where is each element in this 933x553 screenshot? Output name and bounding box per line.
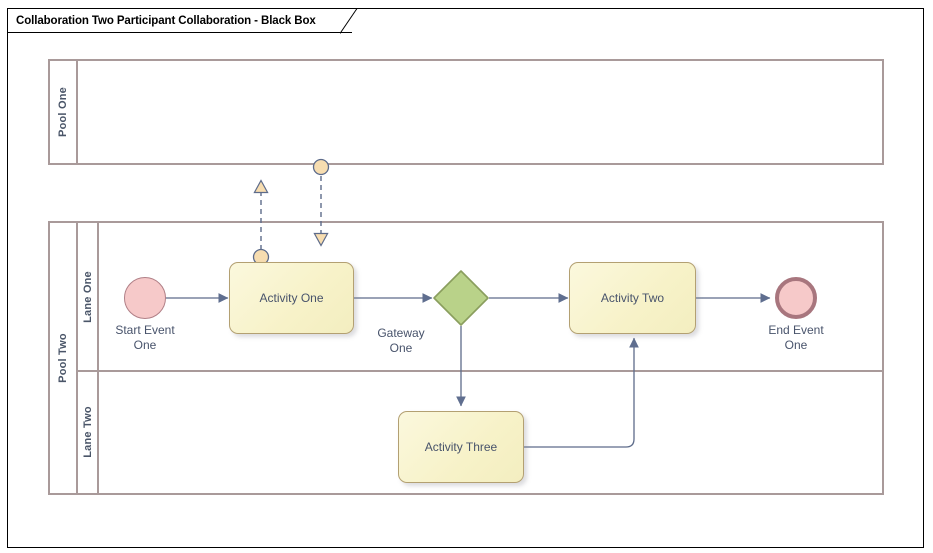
pool-two-header: Pool Two <box>50 223 78 493</box>
activity-one[interactable]: Activity One <box>229 262 354 334</box>
gateway-one[interactable] <box>432 269 490 327</box>
gateway-one-label: Gateway One <box>377 326 425 355</box>
lane-one-label: Lane One <box>81 270 94 323</box>
activity-two[interactable]: Activity Two <box>569 262 696 334</box>
diagram-frame <box>7 8 924 548</box>
start-event-one[interactable] <box>124 277 166 319</box>
activity-one-label: Activity One <box>259 291 324 305</box>
lane-two-header: Lane Two <box>78 370 99 493</box>
page-title: Collaboration Two Participant Collaborat… <box>16 14 316 27</box>
lane-two-label: Lane Two <box>81 405 94 458</box>
lane-divider <box>78 370 882 372</box>
activity-three[interactable]: Activity Three <box>398 411 524 483</box>
title-tab-slant-edge <box>340 8 362 34</box>
activity-three-label: Activity Three <box>424 440 498 454</box>
diagram-title-tab[interactable]: Collaboration Two Participant Collaborat… <box>7 8 352 33</box>
activity-two-label: Activity Two <box>600 291 665 305</box>
pool-one[interactable]: Pool One <box>48 59 884 165</box>
lane-one-header: Lane One <box>78 223 99 370</box>
end-event-one-label: End Event One <box>768 323 824 352</box>
start-event-one-label: Start Event One <box>115 323 175 352</box>
pool-one-label: Pool One <box>57 87 70 137</box>
pool-one-header: Pool One <box>50 61 78 163</box>
end-event-one[interactable] <box>775 277 817 319</box>
pool-two-label: Pool Two <box>57 333 70 383</box>
